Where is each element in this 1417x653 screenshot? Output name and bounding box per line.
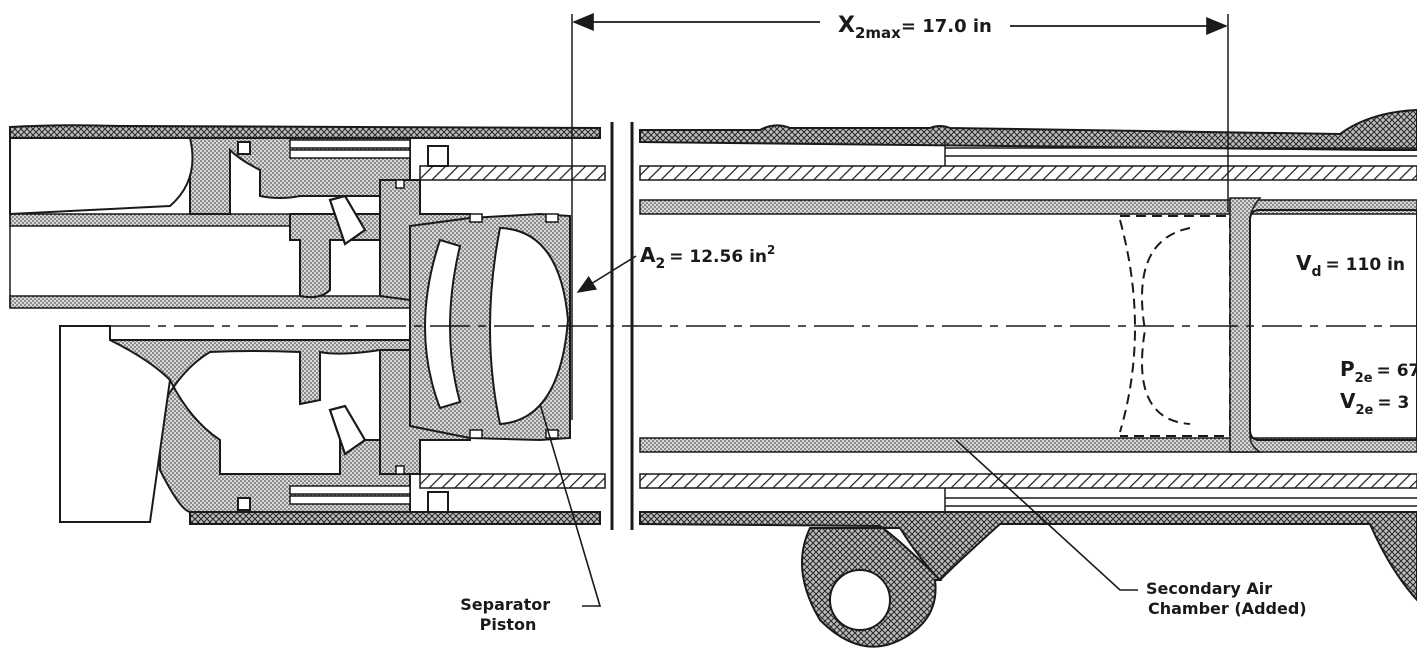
separator-piston <box>409 212 571 442</box>
area-label: A2= 12.56 in2 <box>640 243 775 272</box>
dimension-label: X2max= 17.0 in <box>838 13 992 42</box>
outer-housing <box>9 108 1417 648</box>
vd-label: Vd= 110 in <box>1296 251 1405 280</box>
chamber-end-stippled <box>1229 197 1417 453</box>
left-mechanism <box>9 137 471 523</box>
dimension-x2max <box>571 13 1229 420</box>
separator-piston-label: Separator Piston <box>460 595 555 634</box>
v2e-label: V2e= 3 <box>1340 389 1409 418</box>
ghost-piston-position <box>1119 215 1231 437</box>
leader-lines <box>539 255 1138 607</box>
inner-bore-walls <box>9 199 1417 453</box>
hatched-sleeves <box>419 142 1417 512</box>
p2e-label: P2e= 67 <box>1340 357 1417 386</box>
secondary-air-chamber-label: Secondary Air Chamber (Added) <box>1146 579 1307 618</box>
